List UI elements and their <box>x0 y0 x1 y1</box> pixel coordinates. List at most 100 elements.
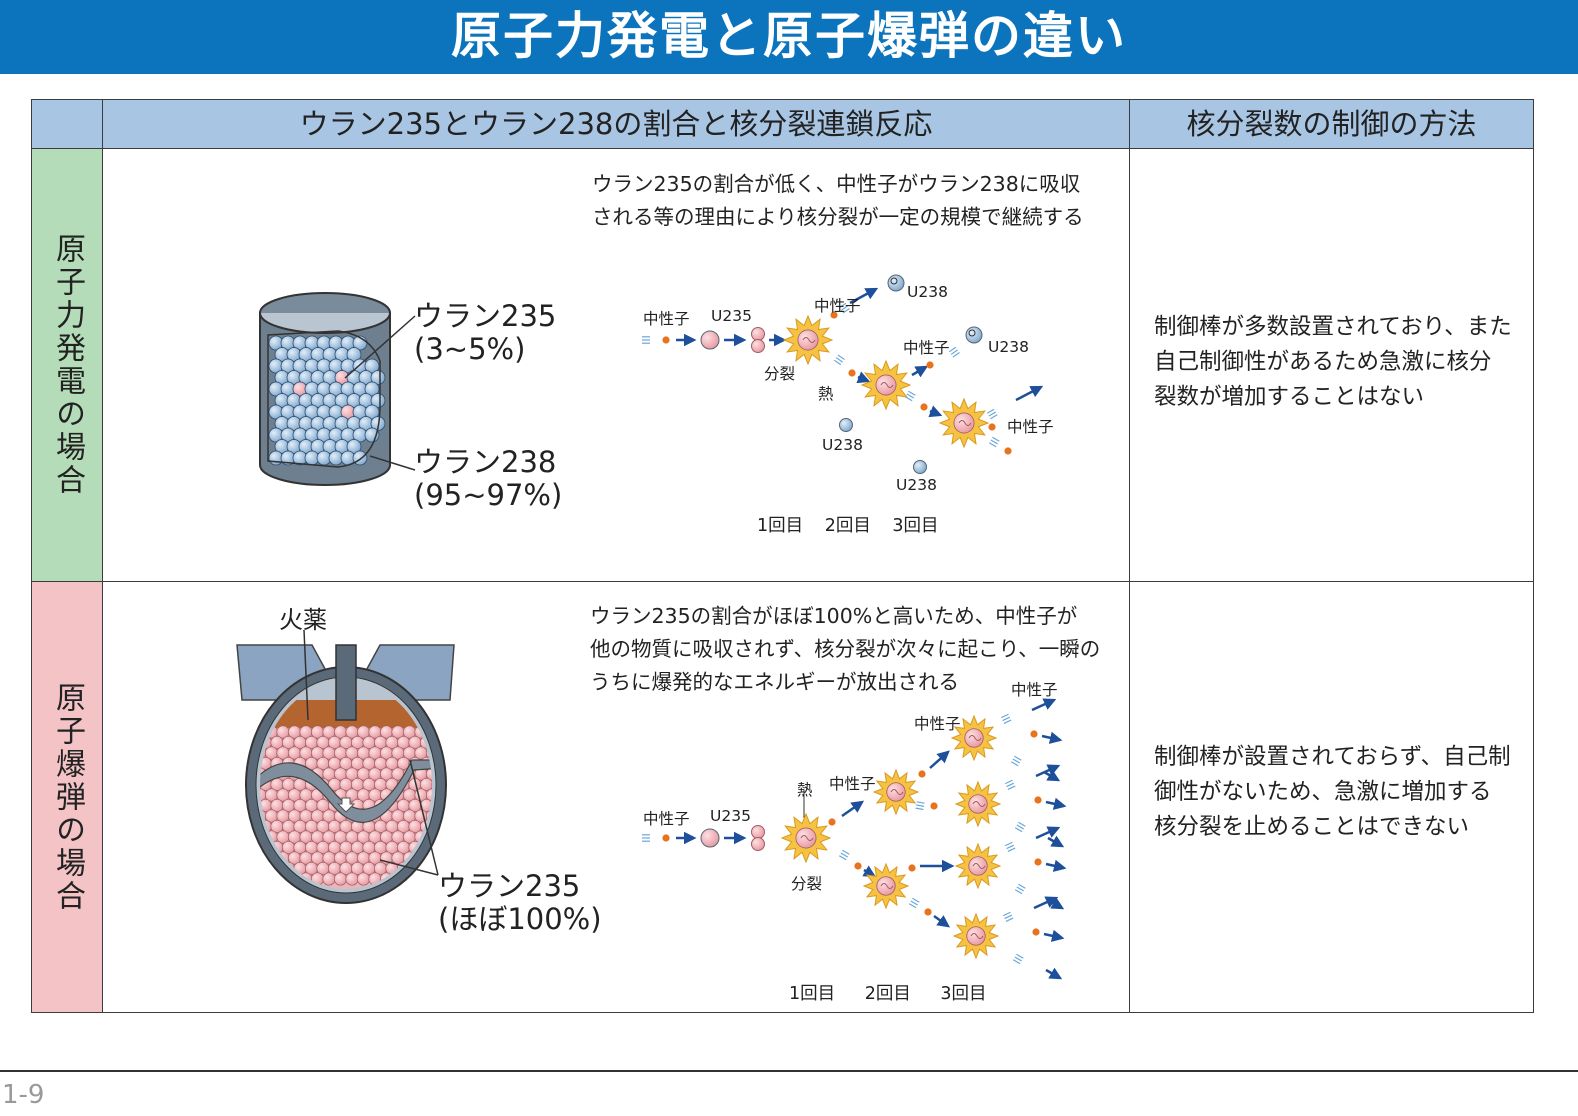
u235-pellet <box>419 798 432 813</box>
motion-lines <box>1012 959 1021 965</box>
neutron-dot <box>1034 858 1042 866</box>
u235-atom-icon <box>700 330 720 350</box>
neutron-absorbed-icon <box>890 277 898 285</box>
motion-lines <box>1004 914 1013 920</box>
leader-lines-bomb <box>303 630 439 876</box>
motion-lines <box>1014 827 1023 833</box>
fission-nucleus-icon <box>875 374 897 396</box>
fission-nucleus-icon <box>953 412 975 434</box>
neutron-path-arrow <box>1033 896 1059 910</box>
bomb-u235-small-label: U235 <box>710 807 751 825</box>
header-corner-cell <box>31 99 103 149</box>
motion-lines <box>1006 782 1015 788</box>
fission-nucleus-icon <box>968 856 988 876</box>
fission-wave-icon <box>972 863 986 869</box>
motion-lines <box>835 357 843 363</box>
neutron-path-arrow <box>849 287 879 305</box>
bomb-neutron-label-3: 中性子 <box>914 715 961 733</box>
motion-lines <box>1003 719 1012 724</box>
explosive-label: 火薬 <box>279 606 327 634</box>
power-u238-label: ウラン238 (95~97%) <box>414 445 563 512</box>
u238-atom-icon <box>913 460 927 474</box>
bomb-description: ウラン235の割合がほぼ100%と高いため、中性子が 他の物質に吸収されず、核分… <box>590 604 1101 694</box>
neutron-path-arrow <box>928 405 943 418</box>
u235-pellet <box>425 767 432 781</box>
neutron-path-arrow <box>1045 859 1067 872</box>
neutron-dot <box>830 311 838 319</box>
motion-lines <box>1014 956 1023 962</box>
neutron-dot <box>926 361 934 369</box>
motion-lines <box>904 396 913 402</box>
power-neutron-label-1: 中性子 <box>643 310 690 328</box>
power-u238-label-2: U238 <box>988 338 1029 356</box>
neutron-dot <box>828 818 836 826</box>
neutron-path-arrow <box>933 914 951 928</box>
motion-lines <box>915 807 924 811</box>
neutron-path-arrow <box>1041 731 1063 744</box>
power-rounds: 1回目 2回目 3回目 <box>757 516 939 536</box>
power-u238-label-1: U238 <box>907 283 948 301</box>
footer-divider <box>0 1070 1578 1072</box>
neutron-dot <box>662 336 670 344</box>
motion-lines <box>838 302 847 309</box>
motion-lines <box>988 411 997 417</box>
splitting-nucleus-icon <box>751 837 765 851</box>
fission-nucleus-icon <box>876 876 896 896</box>
row-label-bomb-text: 原子爆弾の場合 <box>50 681 85 913</box>
fission-nucleus-icon <box>886 782 906 802</box>
motion-lines <box>1018 883 1026 889</box>
power-chain-graphic <box>642 274 1044 474</box>
neutron-path-arrow <box>1035 826 1061 840</box>
splitting-nucleus-icon <box>751 327 765 341</box>
power-u235-small-label: U235 <box>711 307 752 325</box>
fission-wave-icon <box>802 337 816 343</box>
bomb-chain-reaction <box>642 698 1067 980</box>
motion-lines <box>1016 886 1025 892</box>
fission-wave-icon <box>970 933 984 939</box>
motion-lines <box>1007 785 1016 790</box>
fission-wave-icon <box>880 883 894 889</box>
fuel-pellets <box>268 335 386 466</box>
motion-lines <box>1018 821 1026 827</box>
row-label-power-text: 原子力発電の場合 <box>50 233 85 497</box>
power-fission-label: 分裂 <box>764 365 796 383</box>
u238-pellet <box>370 393 386 408</box>
power-control-text: 制御棒が多数設置されており、また 自己制御性があるため急激に核分 裂数が増加する… <box>1154 314 1512 410</box>
u235-pellet <box>431 777 432 792</box>
u235-pellet <box>260 872 267 886</box>
neutron-path-arrow <box>1015 385 1044 402</box>
motion-lines <box>1010 761 1019 767</box>
motion-lines <box>910 900 919 906</box>
header-control-method: 核分裂数の制御の方法 <box>1129 99 1534 149</box>
neutron-dot <box>1034 796 1042 804</box>
motion-lines <box>840 305 848 311</box>
u238-pellet <box>346 439 362 454</box>
motion-lines <box>1012 758 1021 764</box>
motion-lines <box>990 439 999 445</box>
neutron-path-arrow <box>841 800 865 818</box>
motion-lines <box>1000 713 1009 719</box>
neutron-path-arrow <box>856 371 871 384</box>
power-neutron-label-2: 中性子 <box>814 297 861 315</box>
neutron-path-arrow <box>1045 797 1067 810</box>
neutron-path-arrow <box>929 750 950 769</box>
fission-nucleus-icon <box>964 728 984 748</box>
motion-lines <box>950 349 958 355</box>
neutron-dot <box>1030 730 1038 738</box>
u235-pellet <box>260 861 273 876</box>
motion-lines <box>1004 841 1013 847</box>
power-u238-label-4: U238 <box>896 476 937 494</box>
motion-lines <box>1016 953 1024 959</box>
neutron-path-arrow <box>1035 764 1061 778</box>
motion-lines <box>1004 779 1013 785</box>
bomb-u235-label: ウラン235 (ほぼ100%) <box>438 869 602 936</box>
bomb-neutron-label-2: 中性子 <box>829 775 876 793</box>
motion-lines <box>992 436 1000 442</box>
fission-nucleus-icon <box>966 926 986 946</box>
u235-pellet <box>419 777 432 792</box>
neutron-dot <box>662 834 670 842</box>
u238-atom-icon <box>839 418 853 432</box>
neutron-dot <box>854 862 862 870</box>
motion-lines <box>840 852 849 858</box>
motion-lines <box>842 849 850 855</box>
